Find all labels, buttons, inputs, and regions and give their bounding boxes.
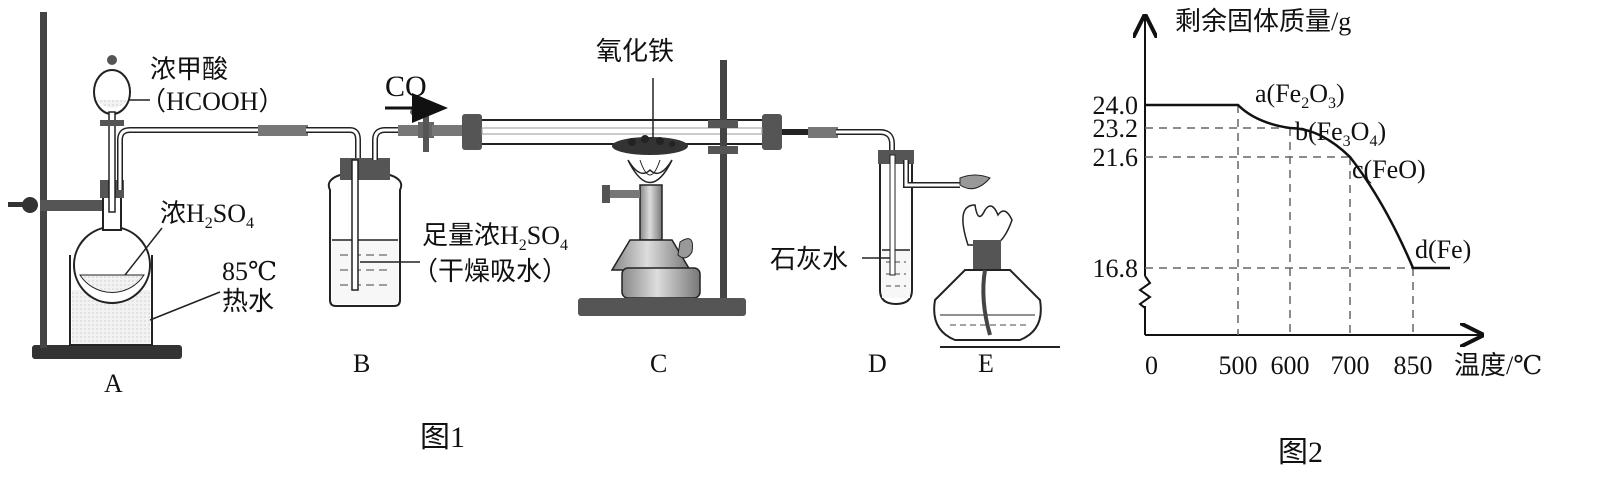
figure1: 浓甲酸 （HCOOH） 浓H2SO4 85℃ 热水 B 足量浓H2SO4 （干燥… [8, 12, 1060, 454]
label-formic-acid: 浓甲酸 [150, 55, 228, 84]
apparatus-c: 氧化铁 C [462, 37, 782, 378]
burner-tube [639, 184, 663, 241]
point-label-a: a(Fe2O3) [1255, 79, 1345, 112]
y-tick-label: 21.6 [1093, 143, 1139, 172]
label-b: B [353, 349, 370, 378]
y-tick-label: 24.0 [1093, 91, 1139, 120]
iron-oxide-powder [612, 137, 688, 155]
mass-curve-series-line [1145, 103, 1450, 270]
iron-stand-rod [720, 60, 727, 305]
beaker [69, 255, 153, 346]
label-a: A [104, 369, 123, 398]
label-iron-oxide: 氧化铁 [596, 37, 674, 66]
label-temperature: 85℃ [222, 257, 277, 286]
chart-tick-labels: 500 600 700 850 24.023.221.6 16.8 [1093, 91, 1433, 380]
alcohol-lamp-flame [962, 204, 1013, 246]
figure2-caption: 图2 [1278, 436, 1323, 469]
point-label-c: c(FeO) [1352, 155, 1426, 184]
x-tick-label: 700 [1331, 351, 1370, 380]
stand-rod [40, 12, 47, 348]
x-tick-label: 600 [1271, 351, 1310, 380]
apparatus-a: 浓甲酸 （HCOOH） 浓H2SO4 85℃ 热水 [8, 12, 284, 359]
rubber-connector-ab [258, 125, 308, 136]
label-dry-absorb: （干燥吸水） [412, 257, 568, 286]
funnel-stopcock [100, 120, 124, 126]
point-label-b: b(Fe3O4) [1295, 117, 1386, 150]
x-axis-label: 温度/℃ [1454, 351, 1542, 380]
y-tick-label: 16.8 [1093, 254, 1139, 283]
tail-gas-flame [959, 174, 991, 190]
flame [627, 159, 673, 184]
label-d: D [868, 349, 887, 378]
tube-stopper-right [762, 114, 782, 150]
x-tick-label: 850 [1394, 351, 1433, 380]
label-hot-water: 热水 [222, 287, 274, 316]
burner-base [621, 267, 701, 299]
origin-label: 0 [1145, 351, 1158, 380]
point-label-d: d(Fe) [1415, 235, 1471, 264]
label-excess-h2so4: 足量浓H2SO4 [422, 221, 568, 254]
label-c: C [650, 349, 667, 378]
y-axis-label: 剩余固体质量/g [1175, 7, 1351, 36]
tube-stopper-left [462, 114, 482, 150]
apparatus-b: B 足量浓H2SO4 （干燥吸水） [327, 127, 568, 378]
y-tick-label: 23.2 [1093, 114, 1139, 143]
alcohol-lamp [933, 269, 1042, 341]
x-tick-label: 500 [1219, 351, 1258, 380]
label-limewater: 石灰水 [770, 245, 848, 274]
figure1-caption: 图1 [420, 421, 465, 454]
figure2-chart: 500 600 700 850 24.023.221.6 16.8 剩余固体质量/g 温度… [1093, 7, 1543, 469]
apparatus-e: E [933, 174, 1060, 378]
clamp-arm [40, 200, 120, 211]
apparatus-d: 石灰水 D [770, 150, 960, 378]
lamp-cap [973, 240, 1001, 270]
label-conc-h2so4-a: 浓H2SO4 [160, 199, 254, 232]
label-e: E [978, 349, 994, 378]
iron-stand-base [578, 298, 746, 316]
label-co: CO [385, 70, 427, 103]
label-formic-formula: （HCOOH） [140, 87, 284, 116]
stand-base [32, 345, 182, 359]
axis-break [1138, 275, 1152, 309]
bottle-stopper [340, 158, 390, 180]
chart-gridlines [1145, 105, 1414, 335]
